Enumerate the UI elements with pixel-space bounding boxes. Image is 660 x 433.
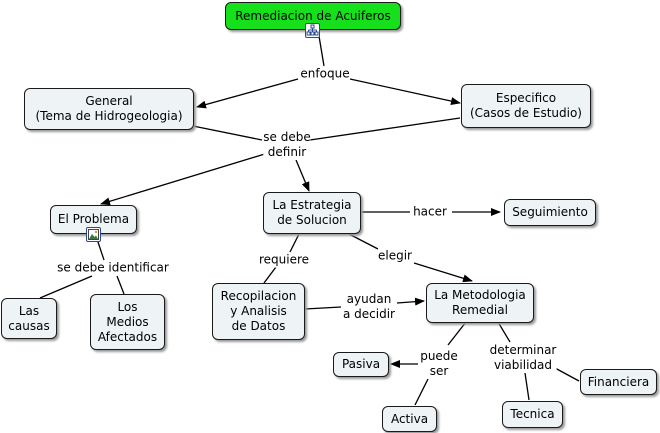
concept-la-metodologia-remedial[interactable]: La Metodologia Remedial [426, 283, 534, 323]
concept-tecnica[interactable]: Tecnica [502, 401, 563, 428]
link-puede-ser[interactable]: puede ser [420, 349, 458, 379]
concept-recopilacion-y-analisis-de-datos[interactable]: Recopilacion y Analisis de Datos [212, 283, 305, 340]
concept-seguimiento[interactable]: Seguimiento [504, 199, 596, 226]
link-enfoque[interactable]: enfoque [300, 66, 350, 82]
concept-la-estrategia-de-solucion[interactable]: La Estrategia de Solucion [263, 192, 361, 234]
image-icon[interactable] [86, 227, 101, 242]
concept-pasiva[interactable]: Pasiva [333, 352, 389, 377]
link-requiere[interactable]: requiere [258, 252, 310, 268]
concept-activa[interactable]: Activa [382, 406, 437, 432]
concept-financiera[interactable]: Financiera [580, 369, 657, 395]
link-elegir[interactable]: elegir [378, 248, 412, 264]
link-se-debe-identificar[interactable]: se debe identificar [57, 260, 169, 276]
link-determinar-viabilidad[interactable]: determinar viabilidad [489, 343, 557, 373]
concept-las-causas[interactable]: Las causas [1, 298, 57, 339]
concept-los-medios-afectados[interactable]: Los Medios Afectados [90, 294, 165, 350]
link-hacer[interactable]: hacer [413, 204, 447, 220]
link-ayudan-a-decidir[interactable]: ayudan a decidir [343, 292, 395, 322]
concept-remediacion-de-acuiferos[interactable]: Remediacion de Acuiferos [225, 2, 401, 30]
concept-especifico[interactable]: Especifico (Casos de Estudio) [461, 84, 591, 128]
link-se-debe-definir[interactable]: se debe definir [263, 130, 311, 160]
concept-general[interactable]: General (Tema de Hidrogeologia) [24, 88, 194, 130]
concept-el-problema[interactable]: El Problema [50, 205, 137, 234]
concept-map-icon[interactable] [305, 23, 320, 38]
